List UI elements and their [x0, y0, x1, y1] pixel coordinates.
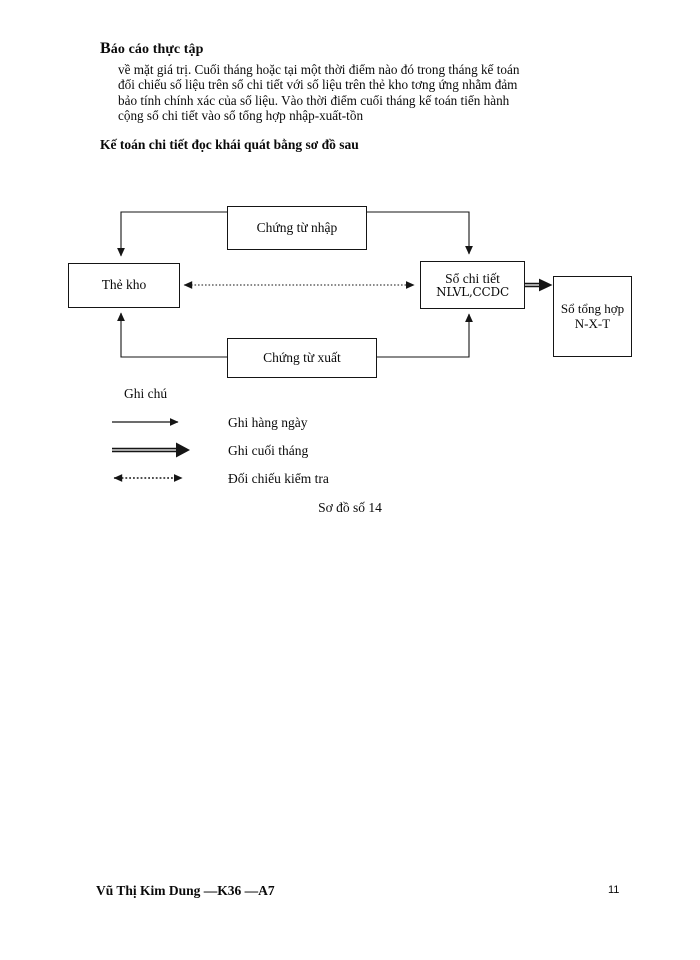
node-label: Sổ tổng hợp N-X-T [560, 300, 625, 331]
diagram-node-the-kho[interactable]: Thẻ kho [68, 263, 180, 308]
edge-nhap-to-sochitiet [365, 211, 473, 255]
edge-nhap-to-thekho [117, 211, 227, 257]
paragraph-line: bảo tính chính xác của số liệu. Vào thời… [118, 92, 510, 108]
node-label: Sổ chi tiết [445, 270, 500, 286]
paragraph-line: về mặt giá trị. Cuối tháng hoặc tại một … [118, 62, 520, 77]
footer-page-number: 11 [608, 884, 620, 896]
page-title-dropcap: B [100, 40, 111, 57]
legend-label-ghi-cuoi-thang: Ghi cuối tháng [228, 443, 309, 458]
diagram-node-chung-tu-nhap[interactable]: Chứng từ nhập [227, 206, 367, 250]
node-label: Chứng từ xuất [263, 349, 341, 365]
edge-xuat-to-sochitiet [375, 313, 473, 358]
legend-icon-double-arrow-head [176, 442, 190, 458]
section-heading: Kế toán chi tiết đọc khái quát bằng sơ đ… [100, 137, 359, 152]
page-title: Báo cáo thực tập [100, 40, 204, 58]
node-label: Chứng từ nhập [256, 219, 338, 235]
edge-xuat-to-thekho [117, 312, 227, 358]
footer-author: Vũ Thị Kim Dung —K36 —A7 [96, 883, 275, 898]
page-title-rest: áo cáo thực tập [110, 42, 204, 57]
legend-label-doi-chieu-kiem-tra: Đối chiếu kiểm tra [228, 471, 329, 486]
edge-sochitiet-to-sotonghop-head [539, 278, 553, 292]
node-label: Thẻ kho [101, 277, 147, 293]
body-paragraph: về mặt giá trị. Cuối tháng hoặc tại một … [118, 62, 604, 124]
diagram-node-so-tong-hop[interactable]: Sổ tổng hợp N-X-T [553, 276, 632, 357]
diagram-node-chung-tu-xuat[interactable]: Chứng từ xuất [227, 338, 377, 378]
figure-caption: Sơ đồ số 14 [318, 500, 382, 515]
diagram-node-so-chi-tiet[interactable]: Sổ chi tiết NLVL,CCDC [420, 261, 525, 309]
paragraph-line: cộng sổ chi tiết vào sổ tổng hợp nhập-xu… [118, 108, 364, 124]
node-sublabel: NLVL,CCDC [436, 284, 509, 299]
legend-title: Ghi chú [124, 386, 168, 401]
paragraph-line: đối chiếu số liệu trên sổ chi tiết với s… [118, 77, 518, 93]
legend-label-ghi-hang-ngay: Ghi hàng ngày [228, 415, 308, 430]
